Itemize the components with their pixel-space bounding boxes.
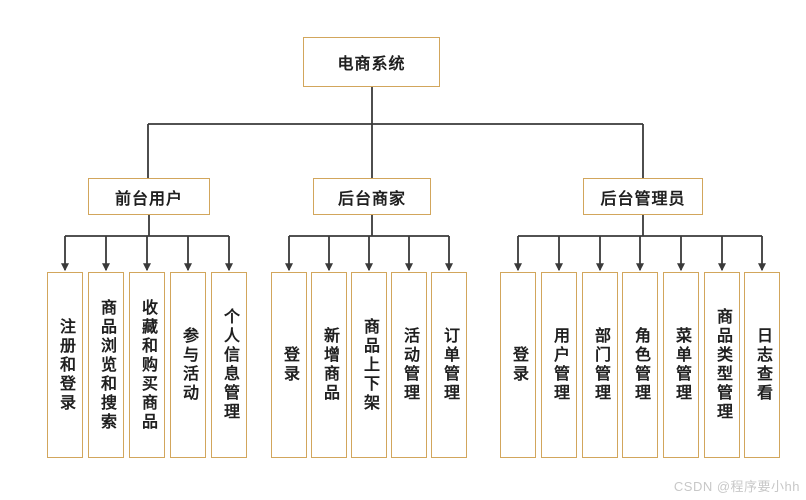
watermark: CSDN @程序要小hh [673,479,800,494]
leaf-node: 收藏和购买商品 [129,272,165,458]
group1-bus [65,215,229,237]
leaf-node: 新增商品 [311,272,347,458]
leaf-node: 注册和登录 [47,272,83,458]
leaf-node: 角色管理 [622,272,658,458]
group2-bus [289,215,449,237]
leaf-node: 商品浏览和搜索 [88,272,124,458]
node-root: 电商系统 [303,37,440,87]
leaf-node: 商品上下架 [351,272,387,458]
leaf-node: 登录 [500,272,536,458]
leaf-node: 用户管理 [541,272,577,458]
leaf-node: 部门管理 [582,272,618,458]
leaf-node: 活动管理 [391,272,427,458]
leaf-node: 商品类型管理 [704,272,740,458]
leaf-node: 菜单管理 [663,272,699,458]
branch-backend-admin: 后台管理员 [583,178,703,215]
branch-frontend-user: 前台用户 [88,178,210,215]
leaf-node: 订单管理 [431,272,467,458]
branch-backend-merchant: 后台商家 [313,178,431,215]
root-connector [147,87,644,178]
group3-bus [518,215,762,237]
leaf-node: 登录 [271,272,307,458]
leaf-node: 日志查看 [744,272,780,458]
leaf-node: 参与活动 [170,272,206,458]
leaf-node: 个人信息管理 [211,272,247,458]
